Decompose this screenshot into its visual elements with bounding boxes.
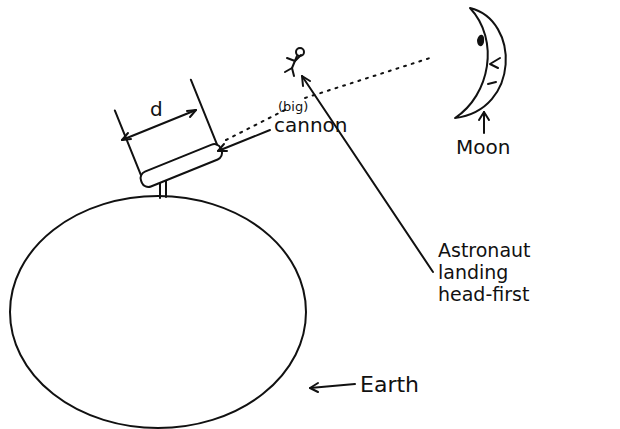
callout-label: Astronaut landing head-first [438,240,558,306]
note-label: (big) [278,100,308,115]
leader-line [218,76,489,392]
astronaut-figure [285,48,304,76]
part-label: Earth [360,372,419,397]
earth-outline [10,196,306,428]
dimension-label: d [150,98,163,121]
cannon-symbol [113,79,224,189]
cannon-stand [165,181,167,197]
trajectory [305,58,430,98]
moon-symbol [455,8,506,118]
cannon-stand [159,183,161,198]
part-label: Moon [456,136,510,159]
part-label: cannon [274,114,348,137]
